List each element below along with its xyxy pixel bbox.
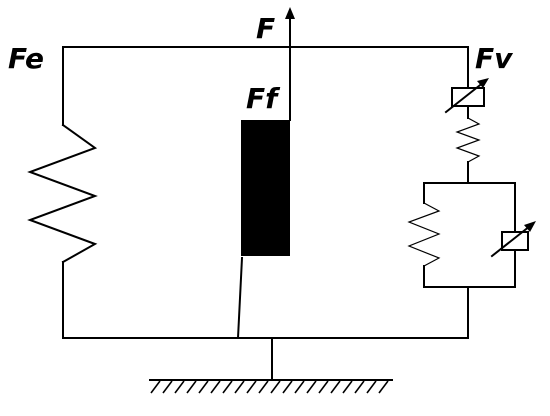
hatch-line [150, 380, 161, 394]
force-arrow-f [285, 7, 295, 19]
hatch-line [282, 380, 293, 394]
hatch-line [186, 380, 197, 394]
hatch-line [306, 380, 317, 394]
hatch-line [198, 380, 209, 394]
hatch-line [270, 380, 281, 394]
ground-hatching [150, 380, 389, 394]
hatch-line [210, 380, 221, 394]
hatch-line [258, 380, 269, 394]
hatch-line [366, 380, 377, 394]
friction-block [241, 120, 290, 256]
hatch-line [162, 380, 173, 394]
hatch-line [222, 380, 233, 394]
viscous-element-fv [407, 46, 536, 339]
hatch-line [174, 380, 185, 394]
label-ff: Ff [246, 82, 281, 115]
hatch-line [318, 380, 329, 394]
label-fe: Fe [8, 42, 44, 75]
hatch-line [342, 380, 353, 394]
hatch-line [378, 380, 389, 394]
hatch-line [354, 380, 365, 394]
elastic-spring-fe [27, 46, 98, 339]
hatch-line [246, 380, 257, 394]
hatch-line [330, 380, 341, 394]
label-fv: Fv [475, 42, 513, 75]
friction-element-ff [236, 19, 291, 340]
hatch-line [234, 380, 245, 394]
hatch-line [294, 380, 305, 394]
label-f: F [256, 12, 275, 45]
